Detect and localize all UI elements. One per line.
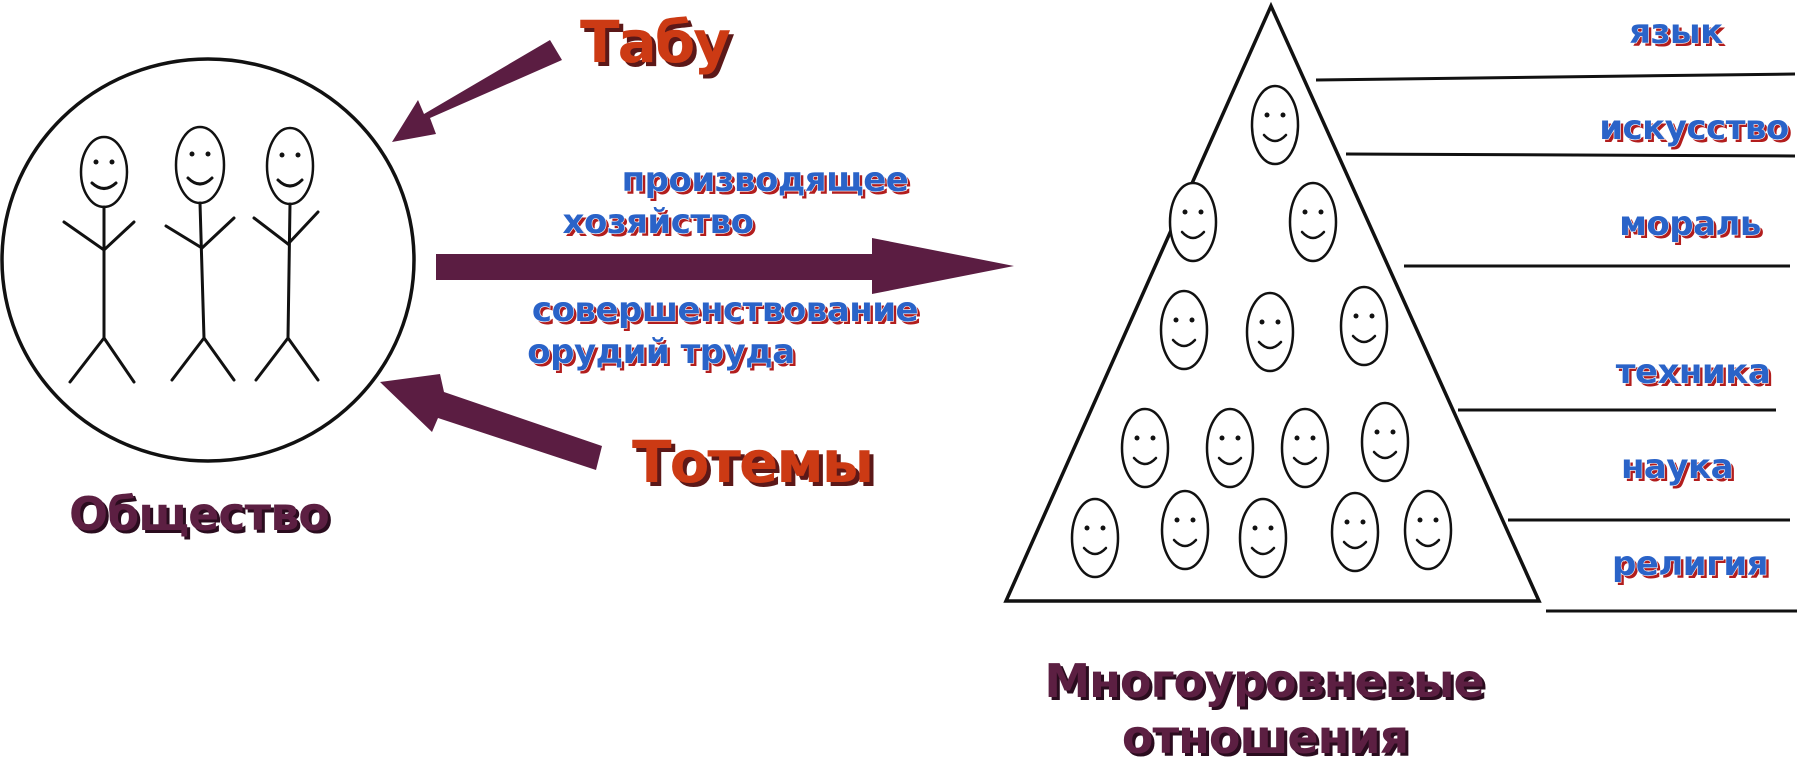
society-group: Общество Общество [0, 57, 416, 544]
pyramid-group [1003, 1, 1542, 603]
level-label-morality: мораль [1619, 204, 1761, 244]
stick-figure-icon [164, 125, 236, 382]
pyramid-title: Многоуровневые Многоуровневые отношения … [1044, 654, 1487, 766]
smiley-face-icon [1403, 489, 1453, 571]
society-circle [0, 57, 416, 463]
main-arrow [436, 238, 1014, 294]
smiley-face-icon [1339, 285, 1389, 367]
svg-text:наука: наука [1624, 450, 1736, 490]
smiley-face-icon [1288, 181, 1338, 263]
smiley-face-icon [1205, 407, 1255, 489]
smiley-face-icon [1330, 491, 1380, 573]
level-label-language: язык [1629, 12, 1723, 52]
level-label-art: искусство [1599, 108, 1789, 148]
totems-label: Тотемы [632, 428, 872, 496]
smiley-face-icon [1280, 407, 1330, 489]
svg-text:религия: религия [1615, 547, 1771, 587]
svg-text:Многоуровневые: Многоуровневые [1047, 657, 1486, 711]
totems-label-shadow: Тотемы [636, 432, 876, 500]
top-caption: производящее производящее хозяйство хозя… [562, 159, 912, 245]
bottom-caption-line1: совершенствование [532, 290, 918, 330]
smiley-face-icon [1120, 407, 1170, 489]
svg-text:техника: техника [1619, 355, 1774, 395]
svg-text:отношения: отношения [1125, 713, 1411, 766]
stick-figure-icon [62, 135, 136, 384]
svg-text:производящее: производящее [625, 163, 912, 203]
society-label: Общество [69, 487, 329, 541]
taboo-label-shadow: Табу [584, 12, 734, 80]
smiley-face-icon [1238, 497, 1288, 579]
smiley-face-icon [1070, 497, 1120, 579]
bottom-caption-line2: орудий труда [527, 332, 794, 372]
level-label-technology: техника [1616, 352, 1771, 392]
top-caption-line1: производящее [622, 160, 909, 200]
pyramid-title-line1: Многоуровневые [1044, 654, 1483, 708]
pyramid-title-line2: отношения [1122, 710, 1408, 764]
svg-text:мораль: мораль [1622, 207, 1764, 247]
svg-text:орудий труда: орудий труда [530, 335, 797, 375]
level-lines [1315, 72, 1797, 613]
smiley-face-icon [1168, 181, 1218, 263]
svg-text:искусство: искусство [1602, 111, 1792, 151]
level-label-science: наука [1621, 447, 1733, 487]
smiley-face-icon [1360, 401, 1410, 483]
bottom-caption: совершенствование совершенствование оруд… [527, 289, 922, 375]
pyramid-faces [1070, 84, 1453, 579]
smiley-face-icon [1250, 84, 1300, 166]
svg-text:хозяйство: хозяйство [566, 205, 757, 245]
smiley-face-icon [1159, 289, 1209, 371]
society-label-shadow: Общество [72, 490, 332, 544]
svg-text:язык: язык [1632, 15, 1726, 55]
stick-figure-icon [252, 126, 320, 382]
taboo-arrow [392, 40, 562, 142]
totems-arrow [380, 374, 602, 470]
level-label-religion: религия [1612, 544, 1768, 584]
smiley-face-icon [1245, 291, 1295, 373]
level-labels: язык язык искусство искусство мораль мор… [1599, 11, 1793, 587]
svg-text:совершенствование: совершенствование [535, 293, 921, 333]
taboo-label: Табу [580, 8, 730, 76]
top-caption-line2: хозяйство [563, 202, 754, 242]
smiley-face-icon [1160, 489, 1210, 571]
